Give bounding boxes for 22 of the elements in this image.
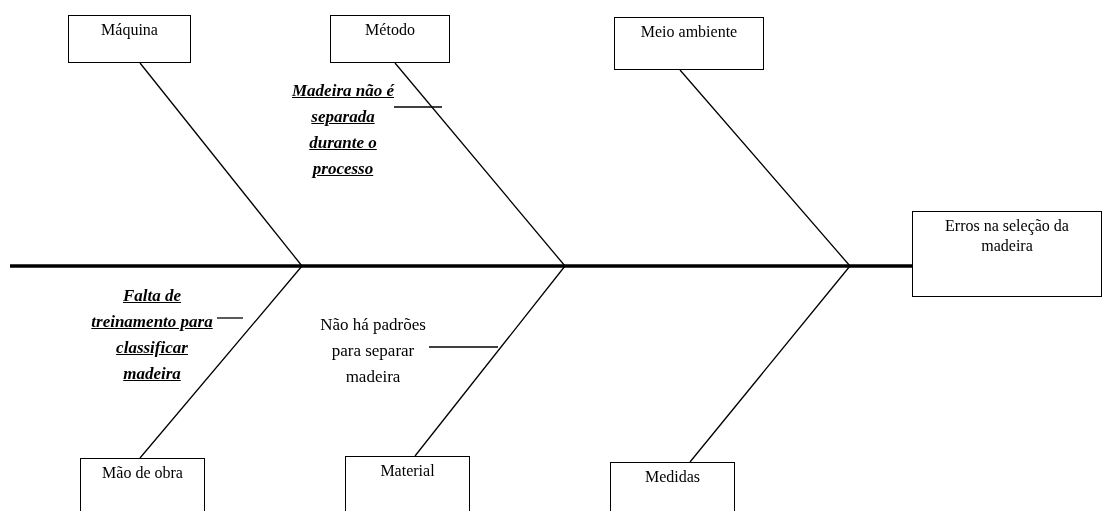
- effect-label: Erros na seleção da madeira: [945, 217, 1069, 254]
- category-label: Método: [365, 21, 415, 38]
- leader-line: [428, 346, 499, 348]
- category-label: Medidas: [644, 468, 701, 485]
- category-box: [345, 456, 470, 511]
- leader-line: [393, 106, 443, 108]
- cause-text: Não há padrões para separar madeira: [319, 314, 427, 388]
- category-box: [330, 15, 450, 63]
- category-label: Meio ambiente: [640, 23, 738, 40]
- effect-box: [912, 211, 1102, 297]
- cause-text: Madeira não é separada durante o processo: [292, 80, 394, 180]
- category-box: [68, 15, 191, 63]
- category-box: [614, 17, 764, 70]
- category-box: [610, 462, 735, 511]
- category-label: Mão de obra: [102, 464, 183, 481]
- category-label: Material: [380, 462, 435, 479]
- category-label: Máquina: [101, 21, 158, 38]
- bone-line: [689, 265, 913, 463]
- fishbone-spine: [10, 264, 912, 268]
- leader-line: [216, 317, 244, 319]
- cause-text: Falta de treinamento para classificar madeira: [90, 285, 214, 385]
- category-box: [80, 458, 205, 511]
